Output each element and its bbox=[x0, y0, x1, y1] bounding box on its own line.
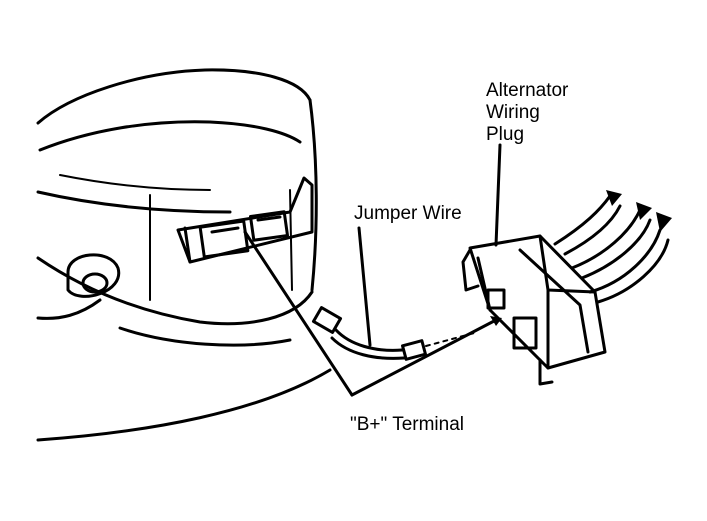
alternator-connector-socket bbox=[176, 176, 314, 264]
alternator-wiring-plug bbox=[461, 234, 607, 386]
jumper-wire-label: Jumper Wire bbox=[354, 203, 462, 224]
label-line-wiring: Wiring bbox=[486, 102, 540, 123]
alternator-housing bbox=[36, 68, 332, 442]
jumper-wire bbox=[311, 306, 479, 361]
leader-lines bbox=[243, 143, 502, 397]
label-line-alternator: Alternator bbox=[486, 80, 569, 101]
wiring-harness bbox=[553, 190, 672, 304]
label-line-plug: Plug bbox=[486, 124, 525, 145]
b-plus-terminal-label: "B+" Terminal bbox=[350, 414, 464, 435]
alternator-wiring-plug-label: Alternator Wiring Plug bbox=[486, 80, 568, 146]
